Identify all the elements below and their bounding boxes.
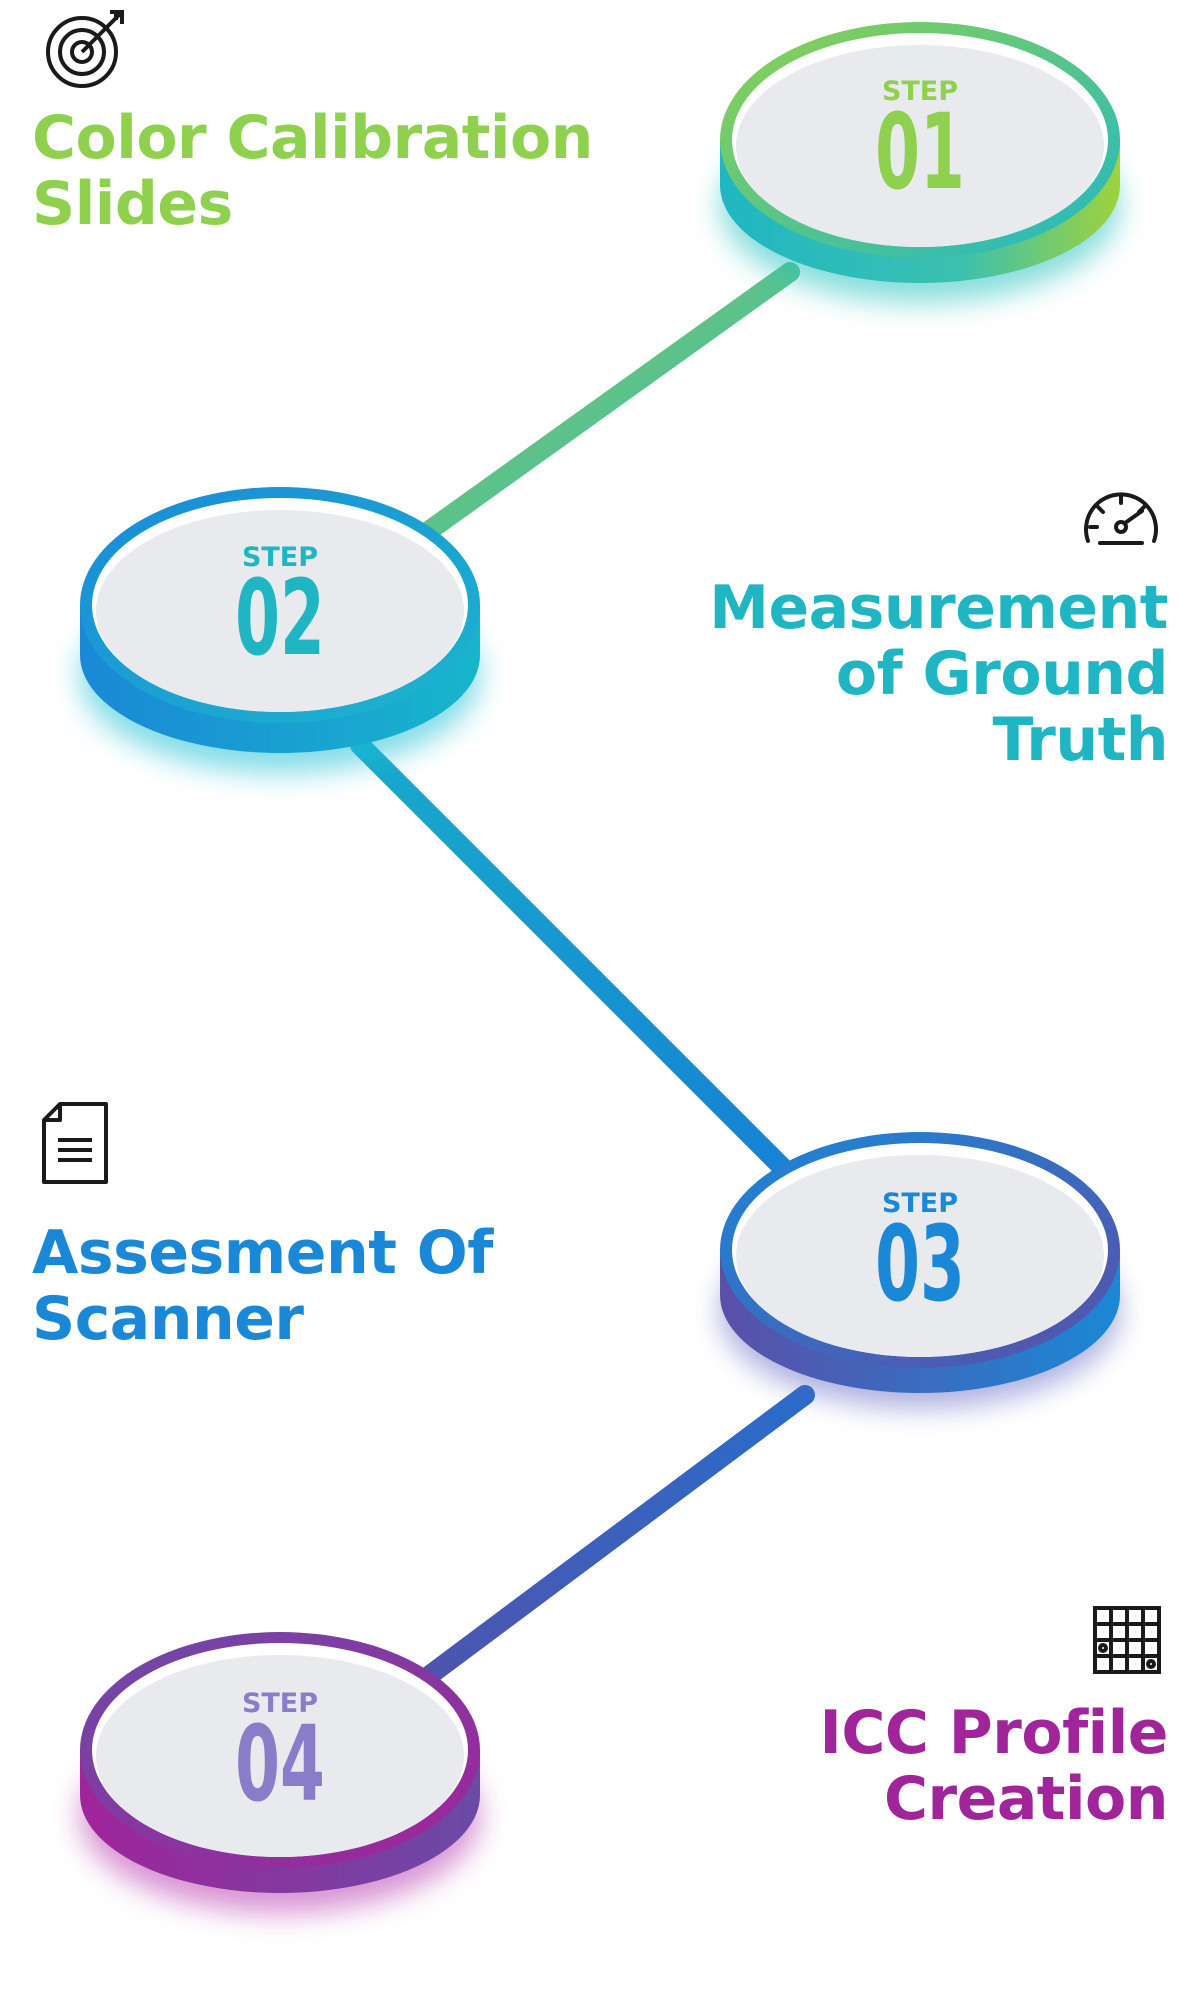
grid-icon: [1093, 1606, 1161, 1674]
step-1-title: Color Calibration Slides: [32, 105, 593, 237]
step-3-label: STEP: [882, 1188, 958, 1219]
step-4-title-line-2: Creation: [884, 1764, 1168, 1834]
step-1-label: STEP: [882, 76, 958, 107]
step-3-title-line-1: Assesment Of: [32, 1218, 493, 1288]
step-2-number: 02: [235, 559, 325, 679]
step-3-title: Assesment Of Scanner: [32, 1220, 493, 1352]
step-4-title-line-1: ICC Profile: [819, 1698, 1169, 1768]
step-2-title: Measurement of Ground Truth: [709, 575, 1168, 773]
step-3-disc: STEP 03: [720, 1132, 1120, 1408]
step-2-disc: STEP 02: [80, 487, 480, 773]
connector-2-3: [350, 735, 800, 1185]
target-icon: [46, 10, 124, 88]
connectors: [350, 262, 815, 1685]
step-1-title-line-2: Slides: [32, 169, 233, 239]
step-4-label: STEP: [242, 1688, 318, 1719]
step-4-title: ICC Profile Creation: [820, 1700, 1169, 1832]
step-2-label: STEP: [242, 542, 318, 573]
step-4-disc: STEP 04: [80, 1632, 480, 1913]
step-4-number: 04: [235, 1705, 325, 1825]
step-2-title-line-2: of Ground: [835, 639, 1169, 709]
connector-1-2: [420, 262, 800, 540]
connector-3-4: [420, 1385, 815, 1685]
step-1-number: 01: [875, 93, 965, 213]
step-3-number: 03: [875, 1205, 965, 1325]
step-2-title-line-1: Measurement: [709, 573, 1168, 643]
step-1-title-line-1: Color Calibration: [32, 103, 593, 173]
step-2-title-line-3: Truth: [992, 705, 1168, 775]
step-3-title-line-2: Scanner: [32, 1284, 304, 1354]
document-icon: [42, 1102, 108, 1184]
step-1-disc: STEP 01: [720, 22, 1120, 303]
speedometer-icon: [1084, 492, 1158, 545]
